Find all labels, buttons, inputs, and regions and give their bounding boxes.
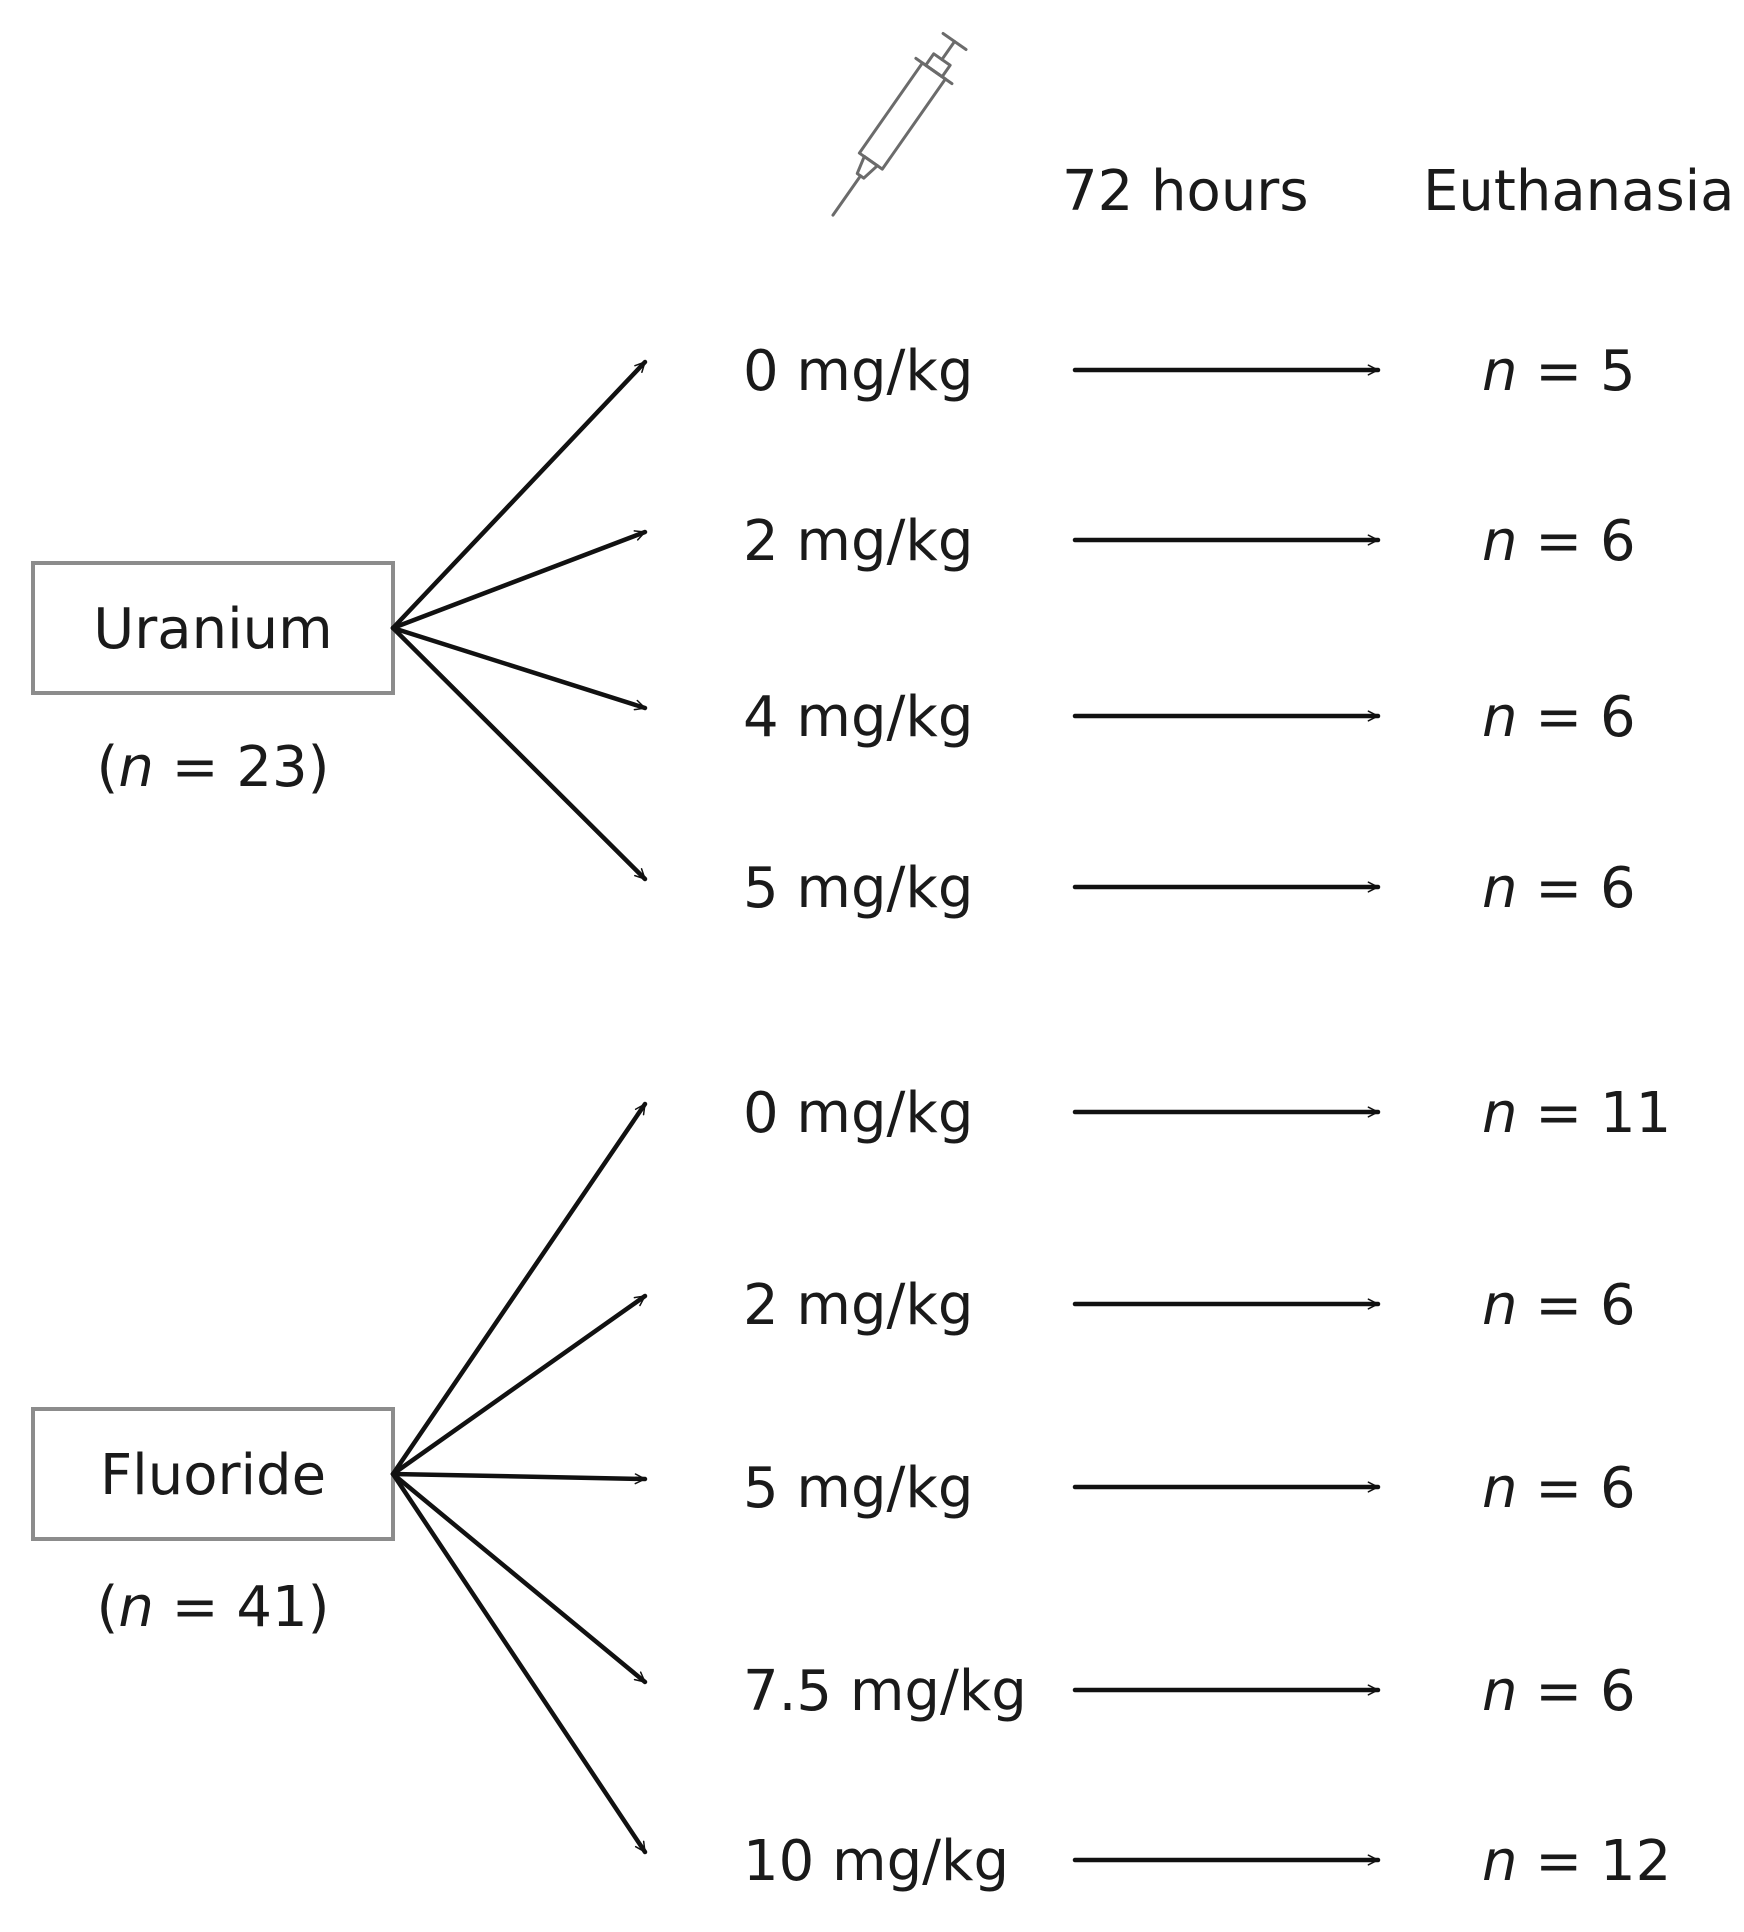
endpoint-n-label: n = 6 bbox=[1482, 1273, 1636, 1338]
fan-arrow bbox=[390, 1471, 648, 1485]
group-uranium: Uranium (n = 23) 0 mg/kg n = 5 2 mg/kg n = 6 4… bbox=[31, 339, 1636, 921]
endpoint-n-label: n = 6 bbox=[1482, 1659, 1636, 1724]
endpoint-n-label: n = 6 bbox=[1482, 509, 1636, 574]
fan-arrow bbox=[390, 529, 648, 631]
fan-arrow bbox=[390, 625, 648, 711]
dose-label: 0 mg/kg bbox=[743, 1081, 973, 1146]
endpoint-label: Euthanasia bbox=[1423, 159, 1735, 224]
endpoint-n-label: n = 12 bbox=[1482, 1829, 1671, 1894]
groups-layer: Uranium (n = 23) 0 mg/kg n = 5 2 mg/kg n = 6 4… bbox=[31, 339, 1671, 1894]
endpoint-n-label: n = 6 bbox=[1482, 685, 1636, 750]
endpoint-n-label: n = 5 bbox=[1482, 339, 1636, 404]
dose-label: 4 mg/kg bbox=[743, 685, 973, 750]
group-fluoride: Fluoride (n = 41) 0 mg/kg n = 11 2 mg/kg n = … bbox=[31, 1081, 1671, 1894]
dose-label: 10 mg/kg bbox=[743, 1829, 1009, 1894]
group-name: Fluoride bbox=[100, 1443, 326, 1508]
endpoint-n-label: n = 6 bbox=[1482, 1456, 1636, 1521]
dose-label: 5 mg/kg bbox=[743, 856, 973, 921]
fan-arrow bbox=[390, 1471, 648, 1685]
group-n-label: (n = 41) bbox=[97, 1575, 330, 1640]
dose-label: 2 mg/kg bbox=[743, 1273, 973, 1338]
syringe-icon bbox=[831, 31, 968, 217]
dose-label: 2 mg/kg bbox=[743, 509, 973, 574]
dose-label: 7.5 mg/kg bbox=[743, 1659, 1027, 1724]
fan-arrow bbox=[390, 625, 648, 882]
time-label: 72 hours bbox=[1062, 159, 1309, 224]
group-n-label: (n = 23) bbox=[97, 735, 330, 800]
dose-label: 0 mg/kg bbox=[743, 339, 973, 404]
group-box bbox=[31, 1407, 395, 1541]
group-box bbox=[31, 561, 395, 695]
fan-arrow bbox=[390, 1471, 648, 1855]
endpoint-n-label: n = 6 bbox=[1482, 856, 1636, 921]
fan-arrow bbox=[390, 1293, 648, 1477]
fan-arrow bbox=[390, 359, 648, 631]
endpoint-n-label: n = 11 bbox=[1482, 1081, 1671, 1146]
dose-label: 5 mg/kg bbox=[743, 1456, 973, 1521]
group-name: Uranium bbox=[93, 597, 332, 662]
fan-arrow bbox=[390, 1101, 648, 1477]
